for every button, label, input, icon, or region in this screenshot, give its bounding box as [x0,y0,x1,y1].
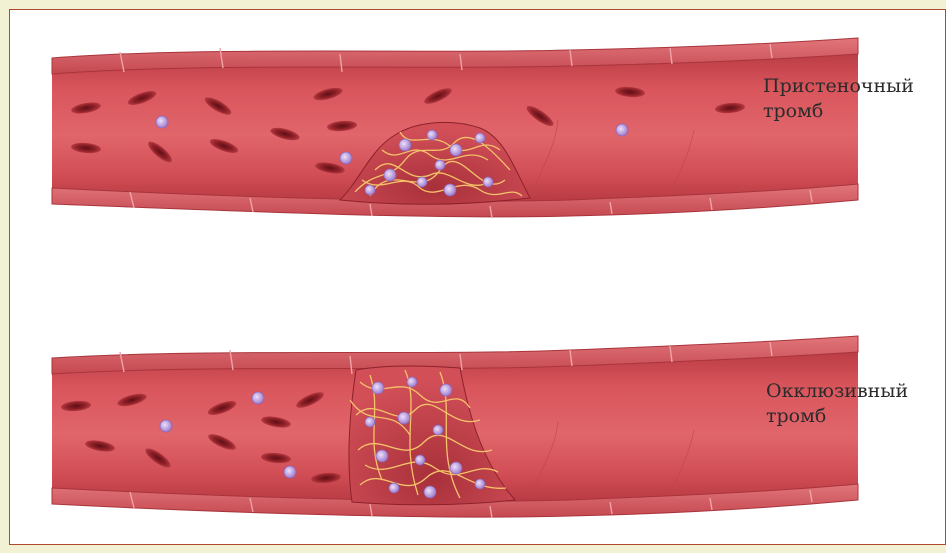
top-vessel [52,38,858,218]
platelet [616,124,628,136]
parietal-label-line1: Пристеночный [763,74,914,99]
bottom-vessel [52,336,858,518]
illustration-panel: Пристеночный тромб Окклюзивный тромб [9,9,946,545]
parietal-thrombus-label: Пристеночный тромб [763,74,914,124]
platelet [252,392,264,404]
occlusive-label-line1: Окклюзивный [766,379,908,404]
platelet [160,420,172,432]
platelet [156,116,168,128]
occlusive-thrombus-label: Окклюзивный тромб [766,379,908,429]
platelet [340,152,352,164]
occlusive-label-line2: тромб [766,404,908,429]
platelet [284,466,296,478]
parietal-label-line2: тромб [763,99,914,124]
